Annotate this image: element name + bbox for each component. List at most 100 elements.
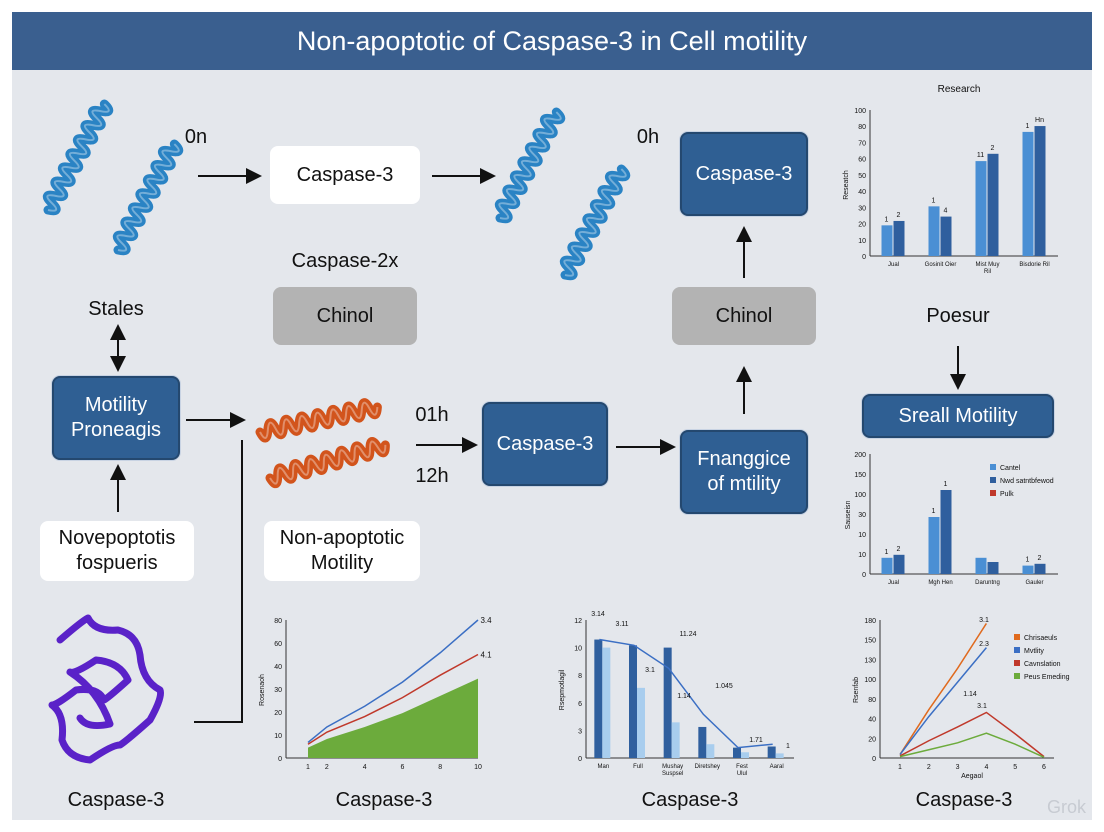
helix-blue-right-b [559, 164, 631, 281]
chart-research-ytick: 50 [858, 173, 866, 180]
chart-rsepmotlagil-bar [663, 647, 672, 758]
chart-rosenaoh-xtick: 6 [400, 764, 404, 771]
chart-rsepmotlagil-value-label: 1.14 [677, 693, 691, 700]
chart-sauseisn-bar [881, 557, 893, 574]
watermark-text: Grok [1046, 797, 1086, 817]
chart-sauseisn-ylabel: Sauseisn [845, 500, 852, 529]
chart-rsenfab-xlabel: Aegaol [961, 773, 983, 780]
chart-research-ytick: 40 [858, 189, 866, 196]
helix-blue-left-b [112, 139, 184, 256]
chart-research-ytick: 20 [858, 222, 866, 229]
chart-rsenfab-legend-swatch [1014, 634, 1020, 640]
chart-sauseisn-ytick: 10 [858, 552, 866, 559]
chart-rsepmotlagil-bar [733, 747, 741, 758]
chart-rsenfab-line [899, 711, 1045, 758]
chart-sauseisn-category-label: Mgh Hen [928, 580, 952, 586]
chart-rsenfab-xtick: 5 [1013, 764, 1017, 771]
stales-label: Stales [88, 298, 144, 320]
time-12h-label: 12h [415, 465, 449, 487]
chart-research: Research01020304050607080100Reseatch12Ju… [843, 84, 1058, 275]
chart-rsepmotlagil-bar [741, 752, 749, 758]
chart-rsenfab-legend-label: Mvtlity [1024, 648, 1044, 655]
helix-orange-b-ribbon [265, 437, 390, 489]
chart-research-value-label: 4 [944, 208, 948, 215]
chart-rsenfab-legend-label: Cavnslation [1024, 661, 1061, 668]
chart-rsenfab-value-label: 1.14 [963, 691, 977, 698]
chart-research-value-label: 2 [897, 212, 901, 219]
chart-sauseisn-ytick: 100 [854, 492, 866, 499]
chart-rsepmotlagil-value-label: 11.24 [680, 631, 697, 638]
chart-rsepmotlagil-ylabel: Rsepmotlagil [559, 669, 566, 710]
poesur-label: Poesur [926, 305, 990, 327]
chart-rsenfab-ylabel: Rsenfab [853, 677, 860, 703]
bottom-caption-2: Caspase-3 [335, 789, 433, 811]
chart-research-ytick: 0 [862, 254, 866, 261]
chart-sauseisn-legend-label: Cantel [1000, 465, 1021, 472]
chart-sauseisn-bar [975, 557, 987, 574]
chart-rosenaoh-ylabel: Rosenaoh [259, 674, 266, 706]
chart-research-title: Research [938, 84, 981, 95]
chart-sauseisn-ytick: 200 [854, 452, 866, 459]
chart-sauseisn-ytick: 0 [862, 572, 866, 579]
chart-research-value-label: 2 [991, 145, 995, 152]
chart-sauseisn-value-label: 1 [944, 481, 948, 488]
helix-blue-right-a-ribbon [494, 107, 566, 224]
chart-rosenaoh-ytick: 60 [274, 641, 282, 648]
chart-rsenfab-ytick: 40 [868, 717, 876, 724]
chart-research-value-label: 11 [977, 152, 984, 159]
chart-research-bar [1034, 126, 1046, 256]
chart-rsepmotlagil-value-label: 3.14 [591, 611, 605, 618]
chart-sauseisn-value-label: 2 [1038, 555, 1042, 562]
helix-blue-left-a-ribbon [42, 99, 114, 216]
chart-sauseisn-value-label: 2 [897, 546, 901, 553]
chart-rsepmotlagil-category-label: Ulul [737, 771, 747, 777]
chart-rosenaoh-xtick: 2 [325, 764, 329, 771]
chart-rosenaoh-xtick: 1 [306, 764, 310, 771]
chart-sauseisn-bar [940, 490, 952, 574]
chart-rsenfab-ytick: 150 [864, 638, 876, 645]
novepoptotis-box: Novepoptotis fospueris [40, 521, 194, 581]
chart-research-value-label: 1 [1026, 123, 1030, 130]
helix-orange-a-shine [259, 401, 379, 440]
chart-research-value-label: Hn [1035, 117, 1044, 124]
helix-blue-right-b-ribbon [559, 164, 631, 281]
chart-sauseisn-legend-label: Nwd satntbfewod [1000, 478, 1054, 485]
helix-blue-right-a-shine [498, 111, 562, 220]
chart-sauseisn-ytick: 30 [858, 512, 866, 519]
chart-sauseisn-bar [1034, 563, 1046, 574]
chinol-right-box: Chinol [672, 287, 816, 345]
chart-rosenaoh-xtick: 10 [474, 764, 482, 771]
chart-research-ytick: 60 [858, 157, 866, 164]
chart-research-bar [975, 161, 987, 256]
chart-rsepmotlagil-value-label: 3.11 [615, 621, 628, 628]
chart-rsepmotlagil-ytick: 12 [574, 618, 582, 625]
caspase3-center-box: Caspase-3 [482, 402, 608, 486]
helix-blue-right-a [494, 107, 566, 224]
chart-rosenaoh-ytick: 80 [274, 618, 282, 625]
chart-rsepmotlagil-category-label: Mushay [662, 764, 683, 770]
chart-rosenaoh-area [308, 678, 478, 758]
chart-rosenaoh-line [307, 619, 479, 744]
purple-protein-chain [48, 614, 164, 764]
time-0h-label: 0h [636, 126, 660, 148]
chart-rsepmotlagil-bar [767, 746, 776, 758]
chart-research-ytick: 10 [858, 238, 866, 245]
chart-research-bar [881, 225, 893, 256]
chart-rosenaoh-line [307, 653, 479, 745]
chart-rsepmotlagil-bar [594, 639, 603, 758]
chart-rsenfab-xtick: 2 [927, 764, 931, 771]
chart-rsenfab-xtick: 4 [984, 764, 988, 771]
fnaggice-motility-box: Fnanggice of mtility [680, 430, 808, 514]
chart-rsepmotlagil-line [599, 638, 773, 749]
time-0n-label: 0n [184, 126, 208, 148]
chart-rsenfab-ytick: 20 [868, 736, 876, 743]
chart-sauseisn-category-label: Gauler [1025, 580, 1043, 586]
chart-rsepmotlagil-ytick: 8 [578, 673, 582, 680]
chart-sauseisn-bar [987, 562, 999, 574]
sreall-motility-box: Sreall Motility [862, 394, 1054, 438]
chart-rsepmotlagil-bar [775, 753, 784, 758]
chart-rsepmotlagil-bar [671, 722, 680, 758]
chart-sauseisn-ytick: 10 [858, 532, 866, 539]
